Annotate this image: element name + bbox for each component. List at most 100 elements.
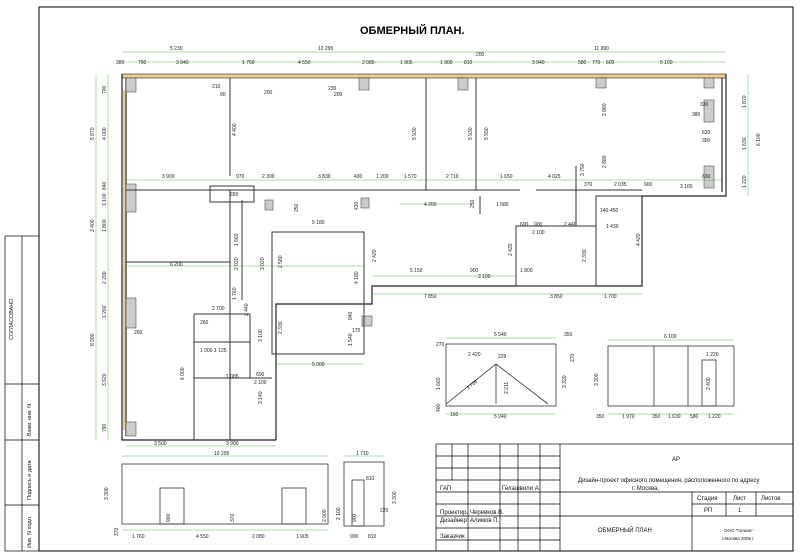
dim-int-65: 2 100 bbox=[254, 380, 267, 386]
designer-label: Дизайнер bbox=[440, 517, 468, 524]
dim-top-mid-13: 600 bbox=[606, 60, 615, 66]
elev-c-1660: 1 660 bbox=[436, 377, 442, 390]
dim-int-66: 5 000 bbox=[312, 362, 325, 368]
dim-int-60: 1 540 bbox=[348, 333, 354, 346]
gap-label: ГАП bbox=[440, 486, 451, 492]
dim-left-outer-1: 5 870 bbox=[90, 127, 96, 140]
left-dimensions: 5 870 3 400 8 990 700 4 000 840 1 100 1 … bbox=[90, 85, 108, 432]
dim-right-9: 350 bbox=[702, 138, 711, 144]
elev-d-width: 6 100 bbox=[664, 334, 677, 340]
dim-int-39: 450 bbox=[610, 208, 619, 214]
elev-c-2211: 2 211 bbox=[504, 382, 510, 394]
dim-int-19: 1 570 bbox=[404, 174, 417, 180]
stage-header: Стадия bbox=[697, 496, 717, 502]
dim-left-inner-9: 790 bbox=[102, 423, 108, 432]
elev-d-1220-top: 1 220 bbox=[706, 352, 719, 358]
dim-int-32: 1 580 bbox=[496, 202, 509, 208]
dim-int-38: 140 bbox=[600, 208, 609, 214]
dim-top-mid-12: 770 bbox=[592, 60, 601, 66]
sheet-header: Лист bbox=[733, 496, 746, 502]
elev-c-5240: 5 240 bbox=[494, 414, 507, 420]
floor-plan: 5 230 10 295 11 990 380 700 3 940 1 760 … bbox=[90, 46, 762, 447]
sheets-header: Листов bbox=[761, 496, 781, 502]
dim-int-58: 840 bbox=[348, 311, 354, 320]
dim-top-mid-9: 810 bbox=[464, 60, 473, 66]
elev-a-sill-2: 370 bbox=[230, 513, 236, 522]
replacement-inv-label: Взам. инв. N bbox=[27, 404, 33, 436]
elev-d-350-mid: 350 bbox=[652, 414, 661, 420]
dim-int-37: 2 100 bbox=[532, 230, 545, 236]
dim-int-34: 2 440 bbox=[564, 222, 577, 228]
elev-b-810-top: 810 bbox=[366, 476, 375, 482]
dim-int-33: 900 bbox=[534, 222, 543, 228]
elev-a-height: 3 300 bbox=[104, 487, 110, 500]
dim-int-59: 170 bbox=[352, 328, 361, 334]
dim-top-mid-2: 700 bbox=[138, 60, 147, 66]
dim-int-57: 2 440 bbox=[244, 303, 250, 316]
customer-label: Заказчик bbox=[440, 534, 465, 540]
elev-c-3708: 3 708 bbox=[465, 379, 479, 392]
dim-left-inner-3: 840 bbox=[102, 181, 108, 190]
dim-right-6: 330 bbox=[700, 102, 709, 108]
dim-top-mid-14: 5 100 bbox=[660, 60, 673, 66]
elev-b-810-bottom: 810 bbox=[368, 534, 377, 540]
elev-c-160: 160 bbox=[450, 412, 459, 418]
elev-c-height: 3 320 bbox=[562, 375, 568, 388]
dim-int-6: 4 400 bbox=[232, 123, 238, 136]
dim-int-28: 250 bbox=[294, 203, 300, 212]
dim-right-4: 1 220 bbox=[742, 175, 748, 188]
dim-int-50: 2 420 bbox=[508, 243, 514, 256]
elev-d-1970: 1 970 bbox=[622, 414, 635, 420]
page-title: ОБМЕРНЫЙ ПЛАН. bbox=[360, 24, 465, 37]
dim-left-inner-6: 2 200 bbox=[102, 271, 108, 284]
top-dimensions: 5 230 10 295 11 990 380 700 3 940 1 760 … bbox=[116, 46, 673, 66]
dim-top-2: 10 295 bbox=[318, 46, 334, 52]
project-name: Черевков В. bbox=[470, 510, 504, 516]
dim-int-51: 2 330 bbox=[582, 249, 588, 262]
elev-c-350: 350 bbox=[564, 332, 573, 338]
dim-int-48: 3 850 bbox=[550, 294, 563, 300]
dim-int-9: 5 550 bbox=[484, 127, 490, 140]
dim-int-74: 3 500 bbox=[154, 441, 167, 447]
company-name: ООО "Гитана" bbox=[724, 528, 754, 533]
dim-int-56: 1 760 bbox=[232, 287, 238, 300]
interior-dimensions: 210 90 230 200 200 4 400 5 930 5 930 5 5… bbox=[134, 84, 693, 447]
dim-int-29: 250 bbox=[470, 199, 476, 208]
dim-top-mid-1: 380 bbox=[116, 60, 125, 66]
elev-b-height: 3 300 bbox=[392, 491, 398, 504]
dim-int-70: 3 100 bbox=[258, 329, 264, 342]
elev-c-width: 5 540 bbox=[494, 332, 507, 338]
dim-int-63: 1 000 bbox=[200, 348, 213, 354]
dim-int-73: 260 bbox=[134, 330, 143, 336]
dim-int-72: 2 020 bbox=[234, 257, 240, 270]
elev-a-width: 10 295 bbox=[214, 451, 230, 457]
title-block bbox=[435, 443, 794, 552]
dim-int-18: 1 200 bbox=[376, 174, 389, 180]
elevation-b bbox=[343, 455, 385, 527]
company-city-year: г.Москва 2009 г. bbox=[722, 536, 755, 541]
dim-int-15: 2 300 bbox=[262, 174, 275, 180]
dim-top-mid-8: 1 900 bbox=[440, 60, 453, 66]
dim-int-25: 900 bbox=[644, 182, 653, 188]
dim-int-42: 6 200 bbox=[170, 262, 183, 268]
dim-top-mid-6: 2 080 bbox=[362, 60, 375, 66]
dim-top-1: 5 230 bbox=[170, 46, 183, 52]
drawing-name: ОБМЕРНЫЙ ПЛАН bbox=[598, 526, 652, 534]
dim-int-71: 2 330 bbox=[278, 321, 284, 334]
dim-int-27: 650 bbox=[230, 192, 239, 198]
elev-b-220: 220 bbox=[380, 508, 389, 514]
elev-c-229: 229 bbox=[498, 354, 507, 360]
dim-left-inner-4: 1 100 bbox=[102, 193, 108, 206]
dim-int-12: 2 880 bbox=[602, 155, 608, 168]
elev-a-seg-1: 1 760 bbox=[132, 534, 145, 540]
dim-int-45: 2 100 bbox=[478, 274, 491, 280]
dim-int-46: 1 800 bbox=[520, 268, 533, 274]
original-inv-label: Инв. N подл. bbox=[27, 515, 33, 548]
gap-name: Гелашвили А. bbox=[502, 486, 541, 492]
signature-date-label: Подпись и дата bbox=[27, 460, 33, 500]
dim-right-7: 380 bbox=[692, 112, 701, 118]
dim-int-62: 1 125 bbox=[214, 348, 227, 354]
dim-int-64: 1 085 bbox=[226, 374, 239, 380]
right-dimensions: 1 870 6 100 1 630 1 220 4 420 330 380 63… bbox=[636, 95, 762, 246]
